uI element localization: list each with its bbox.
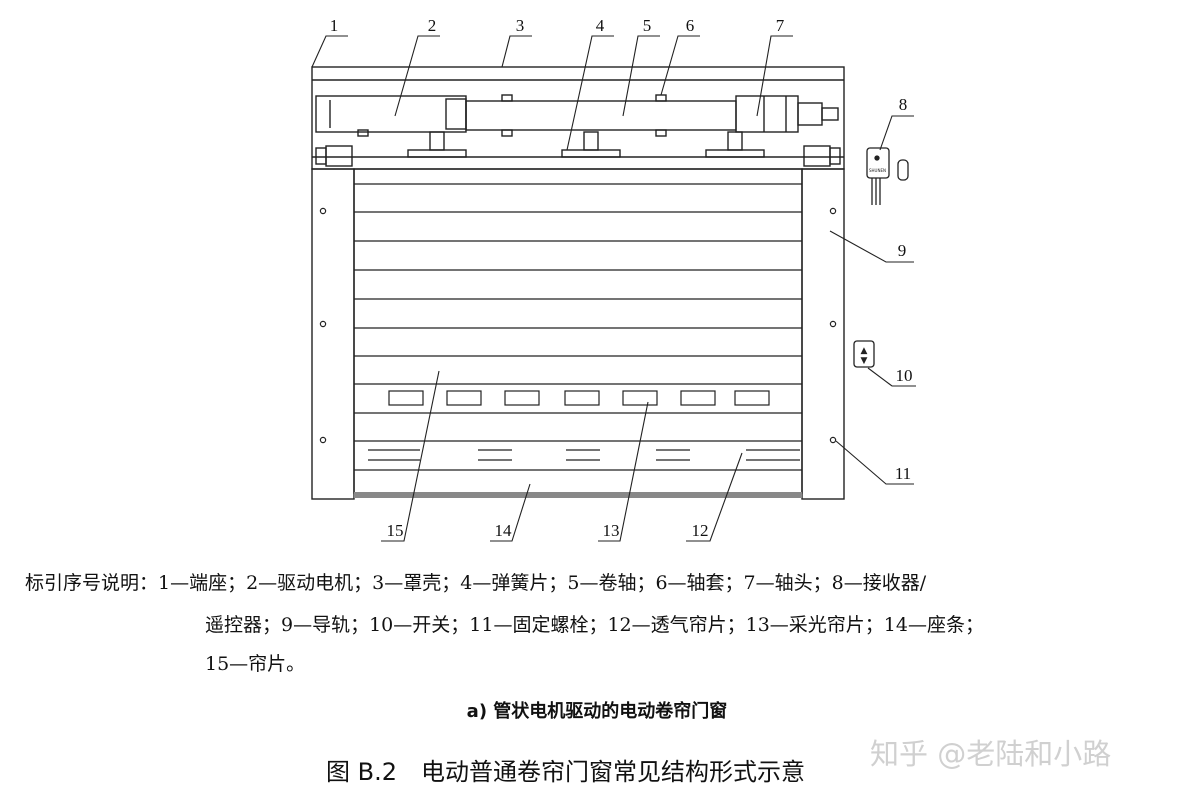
fixing-bolt: [319, 436, 327, 444]
callout-label-4: 4: [596, 16, 605, 35]
callout-leader: [835, 440, 914, 485]
light-window: [622, 390, 658, 406]
callout-leader: [566, 35, 614, 151]
callout-leader: [501, 35, 532, 68]
callout-leader: [622, 35, 660, 117]
right-guide-rail: [801, 168, 845, 500]
remote-control: [897, 159, 909, 181]
light-window: [564, 390, 600, 406]
callout-label-10: 10: [896, 366, 913, 385]
watermark: 知乎 @老陆和小路: [870, 737, 1112, 771]
callout-leader: [381, 370, 440, 542]
callout-leader: [879, 115, 914, 151]
callout-leader: [686, 452, 743, 542]
legend-line-3: 15—帘片。: [205, 653, 306, 675]
light-window: [388, 390, 424, 406]
left-guide-rail: [311, 168, 355, 500]
callout-leader: [598, 401, 649, 542]
callout-leader: [490, 483, 531, 542]
callout-label-7: 7: [776, 16, 785, 35]
axle-head: [735, 95, 799, 133]
subcaption: a) 管状电机驱动的电动卷帘门窗: [466, 701, 728, 722]
callout-label-3: 3: [516, 16, 525, 35]
fixing-bolt: [829, 207, 837, 215]
bottom-seat-bar: [354, 492, 802, 498]
callout-label-11: 11: [895, 464, 911, 483]
callout-leader: [867, 367, 916, 387]
scroll-shaft: [465, 100, 737, 131]
fixing-bolt: [319, 207, 327, 215]
callout-leader: [829, 230, 914, 263]
legend-line-1: 标引序号说明：1—端座；2—驱动电机；3—罩壳；4—弹簧片；5—卷轴；6—轴套；…: [25, 572, 927, 594]
light-window: [446, 390, 482, 406]
callout-label-2: 2: [428, 16, 437, 35]
callout-label-1: 1: [330, 16, 339, 35]
svg-text:SHUNEN: SHUNEN: [869, 168, 886, 173]
light-window: [734, 390, 770, 406]
fixing-bolt: [829, 320, 837, 328]
callout-label-6: 6: [686, 16, 695, 35]
callout-leader: [660, 35, 700, 96]
callout-leader: [311, 35, 348, 68]
figure-caption: 图 B.2 电动普通卷帘门窗常见结构形式示意: [326, 758, 805, 786]
callout-label-12: 12: [692, 521, 709, 540]
receiver: SHUNEN: [866, 147, 909, 205]
spring-plates: [407, 131, 765, 158]
callout-label-13: 13: [603, 521, 620, 540]
callout-label-15: 15: [387, 521, 404, 540]
drive-motor: [315, 95, 467, 133]
wall-switch: ▲ ▼: [853, 340, 875, 368]
light-window: [504, 390, 540, 406]
svg-text:▼: ▼: [861, 356, 868, 366]
svg-text:▲: ▲: [861, 346, 868, 356]
callout-label-9: 9: [898, 241, 907, 260]
light-window: [680, 390, 716, 406]
callout-leader: [756, 35, 793, 117]
callout-label-8: 8: [899, 95, 908, 114]
callout-label-5: 5: [643, 16, 652, 35]
callout-leader: [394, 35, 440, 117]
fixing-bolt: [829, 436, 837, 444]
fixing-bolt: [319, 320, 327, 328]
end-seats: [315, 145, 841, 167]
legend-line-2: 遥控器；9—导轨；10—开关；11—固定螺栓；12—透气帘片；13—采光帘片；1…: [205, 614, 984, 636]
callout-label-14: 14: [495, 521, 513, 540]
curtain: [353, 168, 803, 494]
